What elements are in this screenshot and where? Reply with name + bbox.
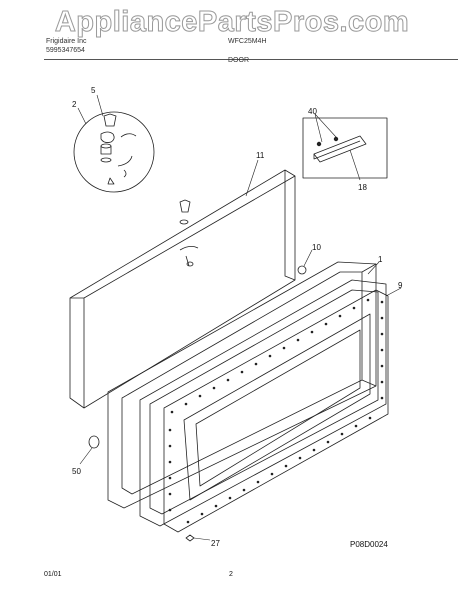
header-divider: [44, 59, 458, 60]
callout-1: 1: [378, 255, 383, 264]
door-outer-panel: [69, 169, 296, 409]
inset-detail-box: [302, 117, 388, 179]
brand-label: Frigidaire Inc: [46, 38, 87, 45]
callout-11: 11: [256, 151, 265, 160]
section-title: DOOR: [228, 57, 249, 64]
model-label: WFC25M4H: [228, 38, 267, 45]
callout-18: 18: [358, 183, 367, 192]
small-parts: [88, 265, 307, 542]
door-liner: [107, 261, 377, 509]
inner-door-panel: [163, 289, 389, 533]
callout-9: 9: [398, 281, 403, 290]
callout-50: 50: [72, 467, 81, 476]
footer-date: 01/01: [44, 571, 62, 578]
callout-10: 10: [312, 243, 321, 252]
hinge-hardware: [179, 199, 199, 267]
callout-2: 2: [72, 100, 77, 109]
part-number-label: 5995347654: [46, 47, 85, 54]
door-gasket: [139, 279, 387, 527]
callout-5: 5: [91, 86, 96, 95]
screw-holes: [168, 298, 384, 524]
figure-code: P08D0024: [350, 540, 388, 549]
hinge-detail-circle: [73, 111, 155, 193]
leader-lines: [77, 94, 402, 541]
watermark: AppliancePartsPros.com: [54, 6, 410, 39]
callout-40: 40: [308, 107, 317, 116]
footer-page-number: 2: [229, 571, 233, 578]
callout-27: 27: [211, 539, 220, 548]
